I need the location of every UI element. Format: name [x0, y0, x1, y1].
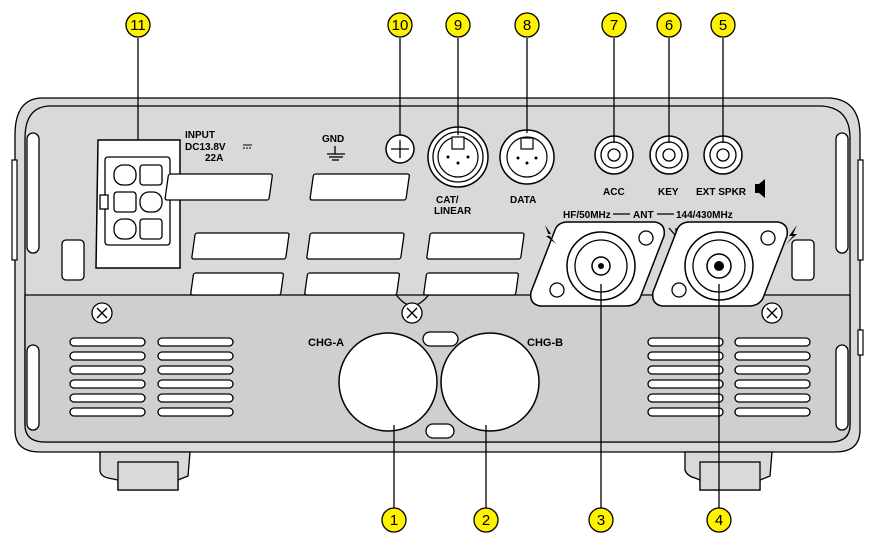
svg-text:5: 5: [719, 17, 727, 34]
input-label: INPUT DC13.8V 22A: [185, 130, 252, 164]
callout-4: 4: [706, 507, 732, 533]
svg-text:1: 1: [390, 512, 398, 529]
data-label: DATA: [510, 195, 536, 206]
input-label-line2: DC13.8V: [185, 142, 226, 153]
svg-text:3: 3: [597, 512, 605, 529]
ext-spkr-label: EXT SPKR: [696, 187, 747, 198]
cat-label-line1: CAT/: [436, 195, 459, 206]
svg-text:6: 6: [665, 17, 673, 34]
svg-text:11: 11: [130, 17, 146, 34]
cat-linear-connector: CAT/ LINEAR: [427, 126, 489, 217]
screw-icon: [91, 302, 113, 324]
hf-label: HF/50MHz: [563, 210, 611, 221]
chg-a-label: CHG-A: [308, 337, 344, 349]
callout-2: 2: [473, 507, 499, 533]
svg-text:2: 2: [482, 512, 490, 529]
callout-11: 11: [125, 12, 151, 38]
lower-vents-left: [69, 337, 234, 417]
input-label-line1: INPUT: [185, 130, 215, 141]
screw-icon: [401, 302, 423, 324]
side-rails: [11, 132, 864, 431]
vhf-uhf-antenna-connector: [651, 221, 789, 307]
callout-7: 7: [601, 12, 627, 38]
callout-3: 3: [588, 507, 614, 533]
upper-slot: [422, 331, 459, 347]
key-label: KEY: [658, 187, 679, 198]
key-jack: KEY: [649, 135, 689, 198]
ant-label: ANT: [633, 210, 654, 221]
dc-power-connector: [95, 139, 181, 269]
feet: [99, 451, 773, 491]
lower-vents-right: [647, 337, 811, 417]
acc-label: ACC: [603, 187, 625, 198]
callout-5: 5: [710, 12, 736, 38]
lower-screws: [91, 302, 783, 324]
svg-text:9: 9: [454, 17, 462, 34]
gnd-terminal: GND: [322, 134, 345, 161]
callout-9: 9: [445, 12, 471, 38]
callout-leaders: [137, 38, 724, 508]
lightning-icon: [545, 225, 797, 244]
screw-icon: [761, 302, 783, 324]
callout-1: 1: [381, 507, 407, 533]
upper-vents: [164, 173, 525, 296]
callout-10: 10: [387, 12, 413, 38]
vu-label: 144/430MHz: [676, 210, 733, 221]
lower-slot: [425, 423, 455, 439]
cat-label-line2: LINEAR: [434, 206, 472, 217]
svg-text:7: 7: [610, 17, 618, 34]
callout-6: 6: [656, 12, 682, 38]
callout-8: 8: [514, 12, 540, 38]
speaker-icon: [755, 179, 765, 198]
svg-text:4: 4: [715, 512, 723, 529]
ext-spkr-jack: EXT SPKR: [696, 135, 765, 198]
chg-a-cover: CHG-A: [308, 332, 438, 432]
chg-b-cover: CHG-B: [440, 332, 563, 432]
ground-icon: [327, 146, 345, 161]
gnd-label: GND: [322, 134, 344, 145]
chg-b-label: CHG-B: [527, 337, 563, 349]
svg-text:8: 8: [523, 17, 531, 34]
input-label-line3: 22A: [205, 153, 223, 164]
svg-text:10: 10: [392, 17, 409, 34]
screw-icon: [385, 134, 415, 164]
